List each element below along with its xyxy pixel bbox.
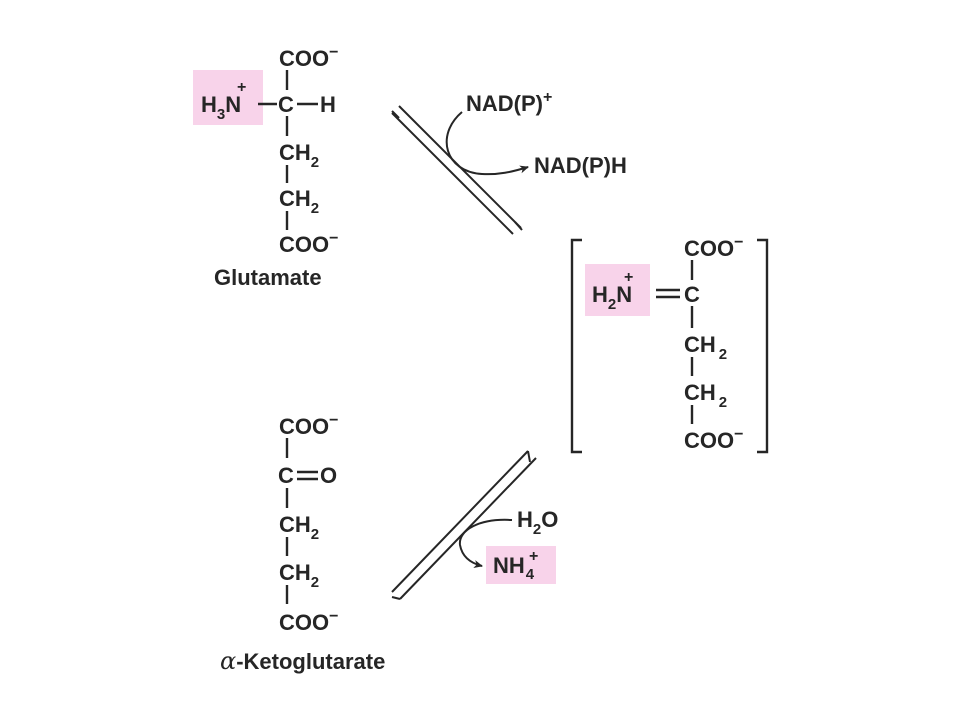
ketoglutarate-label: α-Ketoglutarate bbox=[220, 647, 385, 675]
glutamate-alpha-hydrogen: H bbox=[320, 92, 336, 117]
keto-chain-ch2-1: CH2 bbox=[279, 512, 319, 543]
ammonium-label: NH4 bbox=[493, 553, 535, 583]
intermediate-alpha-carbon: C bbox=[684, 282, 700, 307]
reverse-arrow-line bbox=[391, 112, 514, 235]
glutamate-chain-ch2-1: CH2 bbox=[279, 140, 319, 171]
keto-alpha-carbon: C bbox=[278, 463, 294, 488]
glutamate-alpha-carbon: C bbox=[278, 92, 294, 117]
intermediate-imine-group: H2N bbox=[592, 282, 632, 313]
right-bracket bbox=[757, 238, 769, 454]
reverse-arrow-head bbox=[391, 596, 401, 600]
glutamate-molecule: COO− H3N + C H CH2 CH2 COO− Glutamate bbox=[193, 44, 338, 290]
glutamate-label: Glutamate bbox=[214, 265, 322, 290]
cofactor-nadp-plus: NAD(P)+ bbox=[466, 89, 552, 116]
water-curved-arrow bbox=[458, 518, 513, 568]
glutamate-bottom-carboxylate: COO− bbox=[279, 230, 338, 257]
forward-arrow-head bbox=[527, 450, 531, 463]
keto-top-carboxylate: COO− bbox=[279, 412, 338, 439]
glutamate-top-carboxylate: COO− bbox=[279, 44, 338, 71]
keto-bottom-carboxylate: COO− bbox=[279, 608, 338, 635]
keto-chain-ch2-2: CH2 bbox=[279, 560, 319, 591]
reaction-arrow-1: NAD(P)+ NAD(P)H bbox=[391, 89, 627, 235]
left-bracket bbox=[570, 238, 582, 454]
water-label: H2O bbox=[517, 507, 558, 538]
intermediate-bottom-carboxylate: COO− bbox=[684, 426, 743, 453]
forward-arrow-line bbox=[391, 450, 529, 593]
intermediate-top-carboxylate: COO− bbox=[684, 234, 743, 261]
ketoglutarate-molecule: COO− C O CH2 CH2 COO− α-Ketoglutarate bbox=[220, 412, 385, 675]
glutamate-chain-ch2-2: CH2 bbox=[279, 186, 319, 217]
glutamate-amine-group: H3N bbox=[201, 92, 241, 123]
cofactor-nadph: NAD(P)H bbox=[534, 153, 627, 178]
amine-highlight bbox=[193, 70, 263, 125]
amine-charge: + bbox=[237, 79, 246, 96]
keto-oxygen: O bbox=[320, 463, 337, 488]
cofactor-curved-arrow bbox=[445, 111, 529, 176]
forward-arrow-head bbox=[514, 221, 523, 231]
reaction-arrow-2: H2O NH4 + bbox=[391, 450, 558, 600]
ammonium-charge: + bbox=[529, 548, 538, 565]
ammonium-highlight bbox=[486, 546, 556, 584]
reverse-arrow-head bbox=[391, 110, 400, 119]
imine-charge: + bbox=[624, 269, 633, 286]
imine-highlight bbox=[585, 264, 650, 316]
